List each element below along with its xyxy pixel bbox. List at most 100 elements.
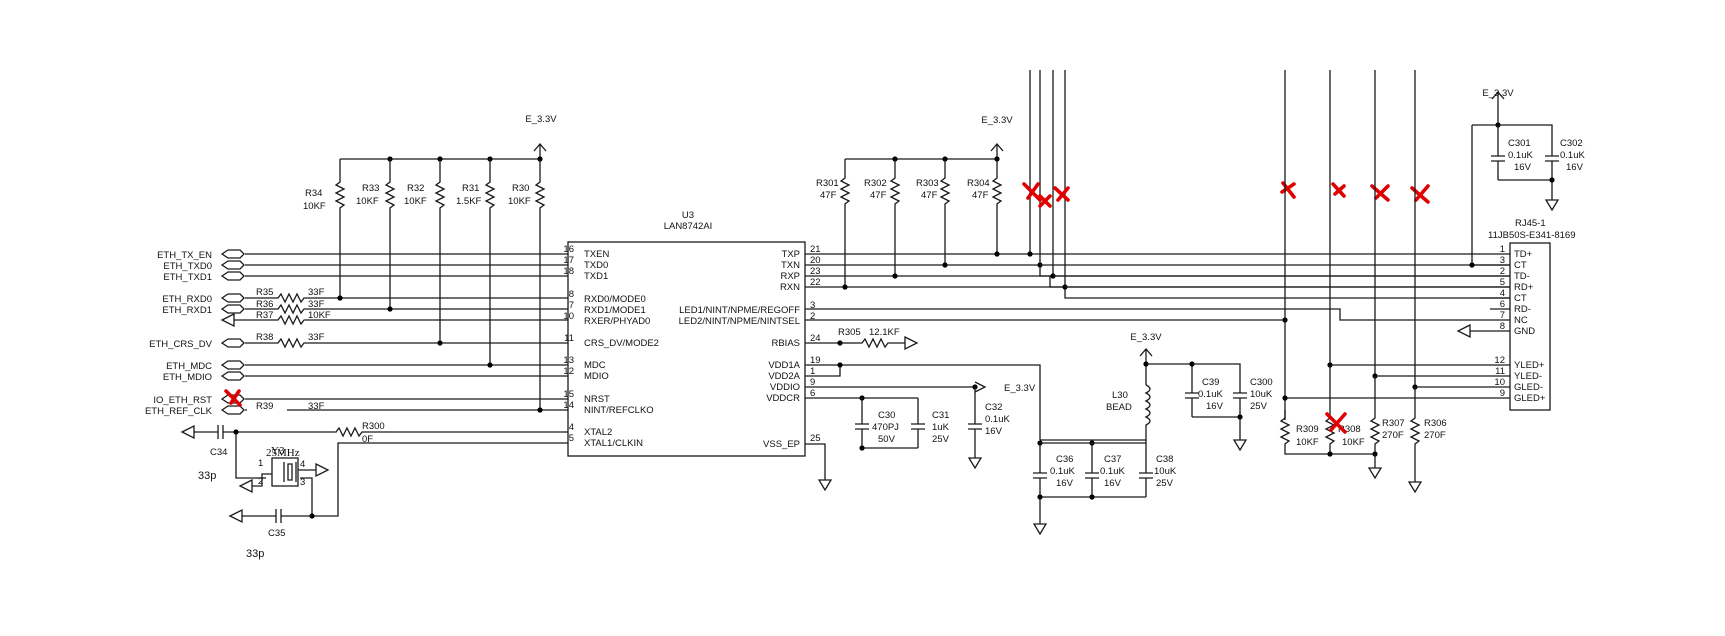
- pin-num: 4: [569, 422, 574, 433]
- cap-volt: 25V: [932, 434, 950, 445]
- net-labels: ETH_TX_EN ETH_TXD0 ETH_TXD1 ETH_RXD0 ETH…: [145, 250, 213, 417]
- cap-volt: 16V: [1566, 162, 1584, 173]
- rework-marks-top: [1022, 181, 1430, 208]
- pin-name: LED2/NINT/NPME/NINTSEL: [679, 316, 800, 327]
- cap-ref: C39: [1202, 377, 1219, 388]
- res-ref: R303: [916, 178, 939, 189]
- power-label: E_3.3V: [981, 115, 1013, 126]
- net-label: IO_ETH_RST: [153, 395, 212, 406]
- power-label: E_3.3V: [525, 114, 557, 125]
- net-label: ETH_CRS_DV: [149, 339, 212, 350]
- pin-name: MDC: [584, 360, 606, 371]
- pin-num: 14: [563, 400, 574, 411]
- cap-val: 33p: [198, 470, 216, 482]
- pin-num: 9: [1500, 388, 1505, 399]
- net-label: ETH_TXD0: [163, 261, 212, 272]
- cap-volt: 50V: [878, 434, 896, 445]
- pin-num: 12: [563, 366, 574, 377]
- res-val: 10KF: [1296, 437, 1319, 448]
- pin-name: RXD0/MODE0: [584, 294, 646, 305]
- pin-name: GLED-: [1514, 382, 1543, 393]
- pin-num: 1: [810, 366, 815, 377]
- res-val: 47F: [921, 190, 938, 201]
- pin-name: LED1/NINT/NPME/REGOFF: [679, 305, 800, 316]
- cap-volt: 16V: [1206, 401, 1224, 412]
- net-label: ETH_TX_EN: [157, 250, 212, 261]
- pin-name: TXEN: [584, 249, 609, 260]
- res-ref: R36: [256, 299, 273, 310]
- pin-name: TXD0: [584, 260, 608, 271]
- vdd-rails: E_3.3V C32 0.1uK 16V C30 470PJ 50V C31 1…: [805, 362, 1041, 491]
- pin-name: RXER/PHYAD0: [584, 316, 650, 327]
- u3-ref: U3: [682, 210, 694, 221]
- power-label: E_3.3V: [1004, 383, 1036, 394]
- pin-num: 22: [810, 277, 821, 288]
- res-val: 47F: [870, 190, 887, 201]
- pin-name: TD-: [1514, 271, 1530, 282]
- cap-ref: C30: [878, 410, 895, 421]
- res-ref: R39: [256, 401, 273, 412]
- res-val: 10KF: [508, 196, 531, 207]
- cap-volt: 16V: [1056, 478, 1074, 489]
- pin-name: VSS_EP: [763, 439, 800, 450]
- net-ports: [220, 249, 245, 415]
- pin-num: 4: [1500, 288, 1505, 299]
- net-label: ETH_MDC: [166, 361, 212, 372]
- pin-num: 8: [1500, 321, 1505, 332]
- cap-ref: C32: [985, 402, 1002, 413]
- res-val: 10KF: [356, 196, 379, 207]
- cap-val: 0.1uK: [1050, 466, 1075, 477]
- cap-ref: C36: [1056, 454, 1073, 465]
- res-val: 10KF: [308, 310, 331, 321]
- pin-name: NINT/REFCLKO: [584, 405, 654, 416]
- cap-ref: C300: [1250, 377, 1273, 388]
- pin-num: 10: [1494, 377, 1505, 388]
- pin-name: RD+: [1514, 282, 1534, 293]
- pin-name: NC: [1514, 315, 1528, 326]
- pin-num: 5: [1500, 277, 1505, 288]
- cap-val: 33p: [246, 548, 264, 560]
- u3-left-pins: TXEN TXD0 TXD1 RXD0/MODE0 RXD1/MODE1 RXE…: [563, 244, 659, 449]
- pin-name: RXP: [780, 271, 800, 282]
- res-val: 47F: [972, 190, 989, 201]
- pin-num: 11: [564, 333, 574, 344]
- pin-name: GND: [1514, 326, 1535, 337]
- res-ref: R33: [362, 183, 379, 194]
- pin-num: 25: [810, 433, 821, 444]
- res-ref: R309: [1296, 424, 1319, 435]
- cap-ref: C31: [932, 410, 949, 421]
- res-val: 33F: [308, 401, 325, 412]
- res-val: 12.1KF: [869, 327, 900, 338]
- cap-volt: 16V: [1514, 162, 1532, 173]
- rj45-part: 11JB50S-E341-8169: [1488, 230, 1576, 241]
- pin-num: 1: [1500, 244, 1505, 255]
- crystal-freq: 25MHz: [266, 447, 300, 459]
- pullup-network: E_3.3V R34 10KF R33 10KF R32 10KF R31 1.…: [303, 114, 557, 413]
- rj45-ref: RJ45-1: [1515, 218, 1546, 229]
- pin-num: 11: [1495, 366, 1505, 377]
- cap-ref: C38: [1156, 454, 1173, 465]
- res-val: 33F: [308, 287, 325, 298]
- res-val: 47F: [820, 190, 837, 201]
- res-ref: R302: [864, 178, 887, 189]
- pin-num: 3: [810, 300, 815, 311]
- pin-name: YLED-: [1514, 371, 1542, 382]
- pin-name: CT: [1514, 293, 1527, 304]
- pin-name: VDD1A: [768, 360, 800, 371]
- pin-name: XTAL2: [584, 427, 612, 438]
- pin-num: 20: [810, 255, 821, 266]
- series-resistors: R35 33F R36 33F R37 10KF R38 33F R39 33F: [256, 287, 331, 412]
- res-ref: R31: [462, 183, 479, 194]
- crystal-circuit: Y3 25MHz 1 2 3 4 C34 33p C35 33p R300 0F: [180, 421, 568, 560]
- u3-right-pins: TXP TXN RXP RXN LED1/NINT/NPME/REGOFF LE…: [679, 244, 821, 450]
- rbias-circuit: R305 12.1KF: [805, 327, 919, 351]
- cap-val: 0.1uK: [1198, 389, 1223, 400]
- u3-phy-chip: U3 LAN8742AI: [567, 210, 806, 457]
- crystal-pin: 3: [300, 477, 305, 488]
- net-label: ETH_RXD1: [162, 305, 212, 316]
- pin-num: 12: [1494, 355, 1505, 366]
- power-label: E_3.3V: [1482, 88, 1514, 99]
- net-label: ETH_RXD0: [162, 294, 212, 305]
- res-ref: R32: [407, 183, 424, 194]
